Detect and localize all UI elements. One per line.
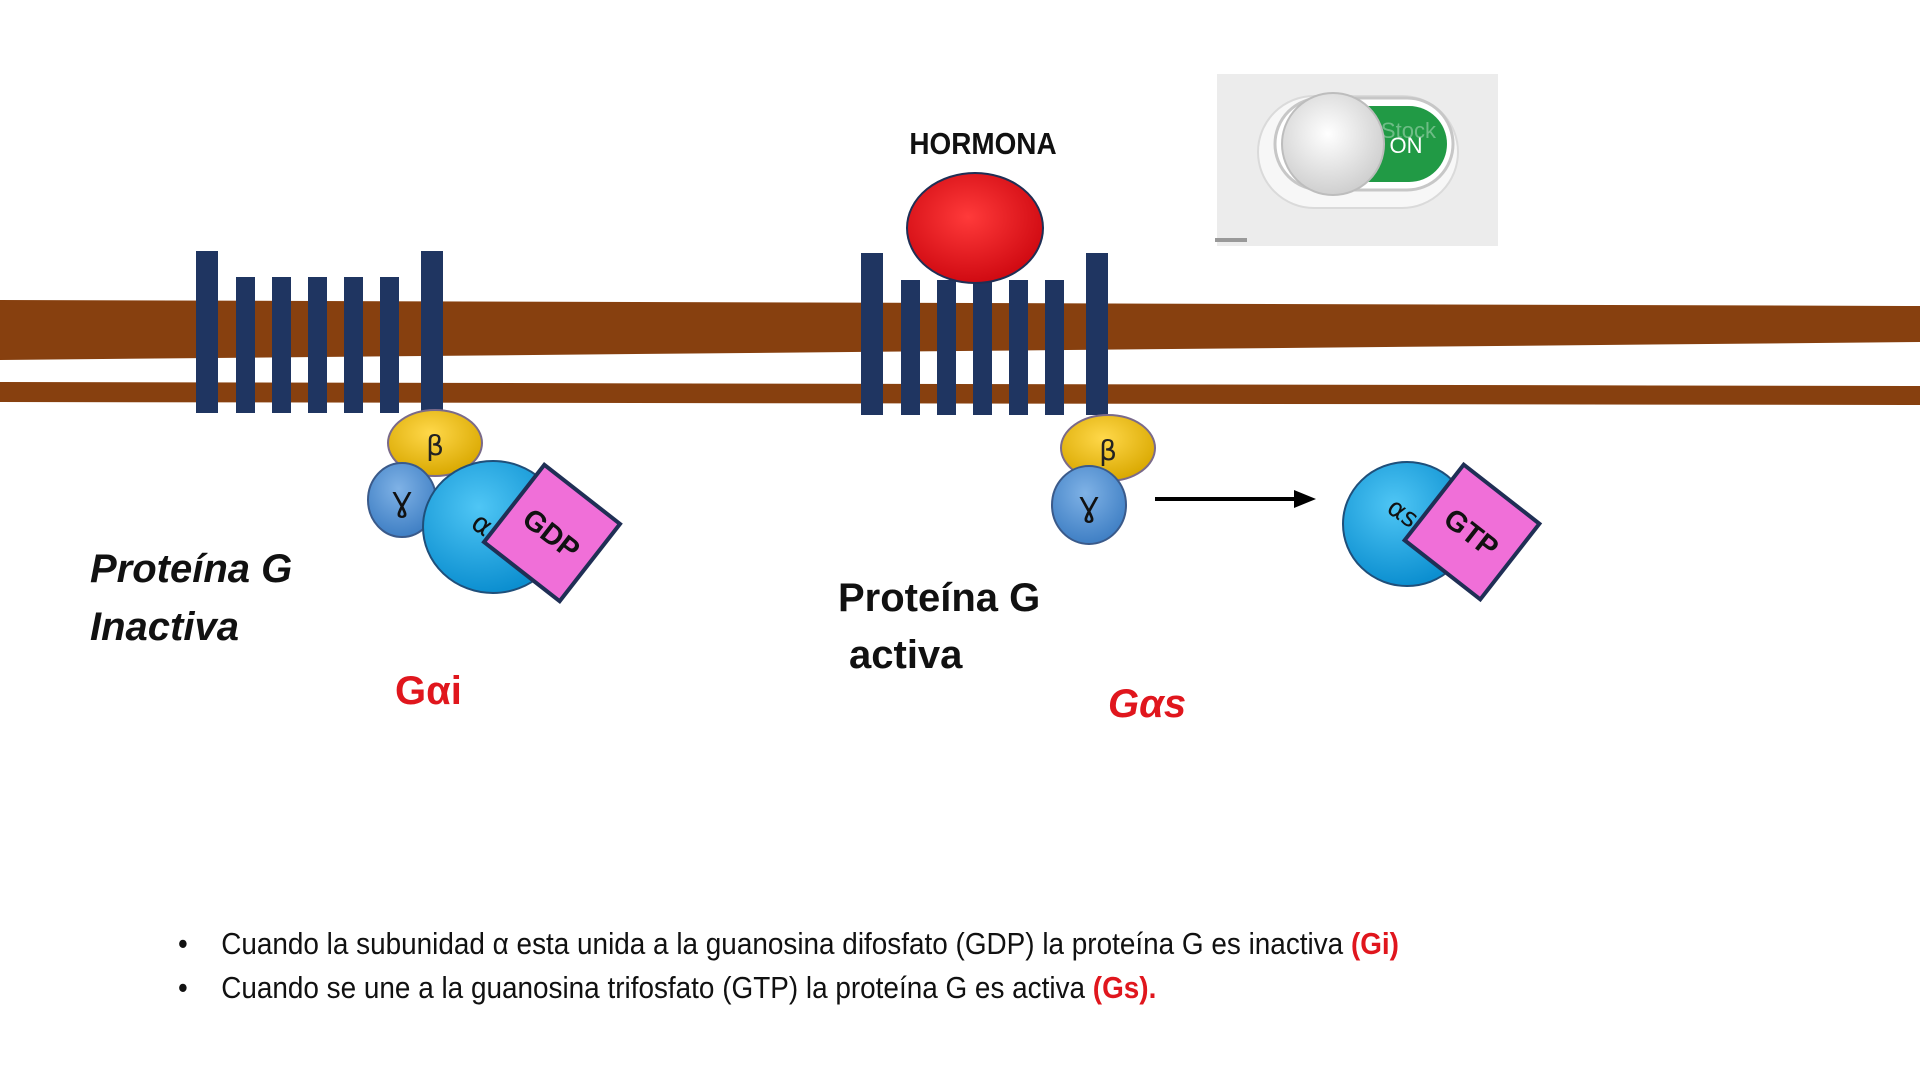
gamma-subunit: Ɣ xyxy=(367,462,437,538)
beta-subunit: β xyxy=(387,409,483,477)
g-protein-inactive: β Ɣ α GDP xyxy=(367,409,623,604)
on-switch-image: iStock ON xyxy=(1215,74,1498,246)
g-alpha-s-label: Gαs xyxy=(1108,682,1186,726)
receptor-inactive xyxy=(196,251,443,413)
bullet-item-gdp: • Cuando la subunidad α esta unida a la … xyxy=(178,922,1399,966)
gamma-label-active: Ɣ xyxy=(1079,491,1099,524)
bullet-text: Cuando se une a la guanosina trifosfato … xyxy=(221,970,1093,1005)
gamma-label: Ɣ xyxy=(392,486,412,519)
switch-watermark: iStock xyxy=(1376,118,1437,143)
activation-arrow xyxy=(1155,490,1316,508)
hormone xyxy=(906,172,1044,284)
beta-label-active: β xyxy=(1099,434,1117,467)
bullet-highlight: (Gi) xyxy=(1350,926,1399,961)
beta-label: β xyxy=(426,429,444,462)
active-label-line1: Proteína G xyxy=(838,576,1040,620)
bullet-text: Cuando la subunidad α esta unida a la gu… xyxy=(221,926,1351,961)
inactive-label: Proteína G Inactiva xyxy=(90,547,292,649)
switch-state-label: ON xyxy=(1390,133,1423,158)
bullet-marker: • xyxy=(178,926,188,961)
cell-membrane xyxy=(0,300,1920,405)
g-alpha-i-label: Gαi xyxy=(395,669,462,713)
gdp-box: GDP xyxy=(481,462,623,604)
inactive-label-line2: Inactiva xyxy=(90,605,239,649)
bullet-item-gtp: • Cuando se une a la guanosina trifosfat… xyxy=(178,966,1399,1010)
bullet-marker: • xyxy=(178,970,188,1005)
alpha-s-gtp-complex: αs GTP xyxy=(1342,461,1543,603)
active-label: Proteína G activa xyxy=(838,576,1040,677)
receptor-active xyxy=(861,253,1108,415)
active-label-line2: activa xyxy=(849,633,963,677)
gtp-box: GTP xyxy=(1401,461,1543,603)
inactive-label-line1: Proteína G xyxy=(90,547,292,591)
hormone-label: HORMONA xyxy=(909,127,1056,162)
g-protein-beta-gamma: β Ɣ xyxy=(1051,414,1156,545)
explanation-bullets: • Cuando la subunidad α esta unida a la … xyxy=(178,922,1399,1010)
bullet-highlight: (Gs). xyxy=(1092,970,1157,1005)
